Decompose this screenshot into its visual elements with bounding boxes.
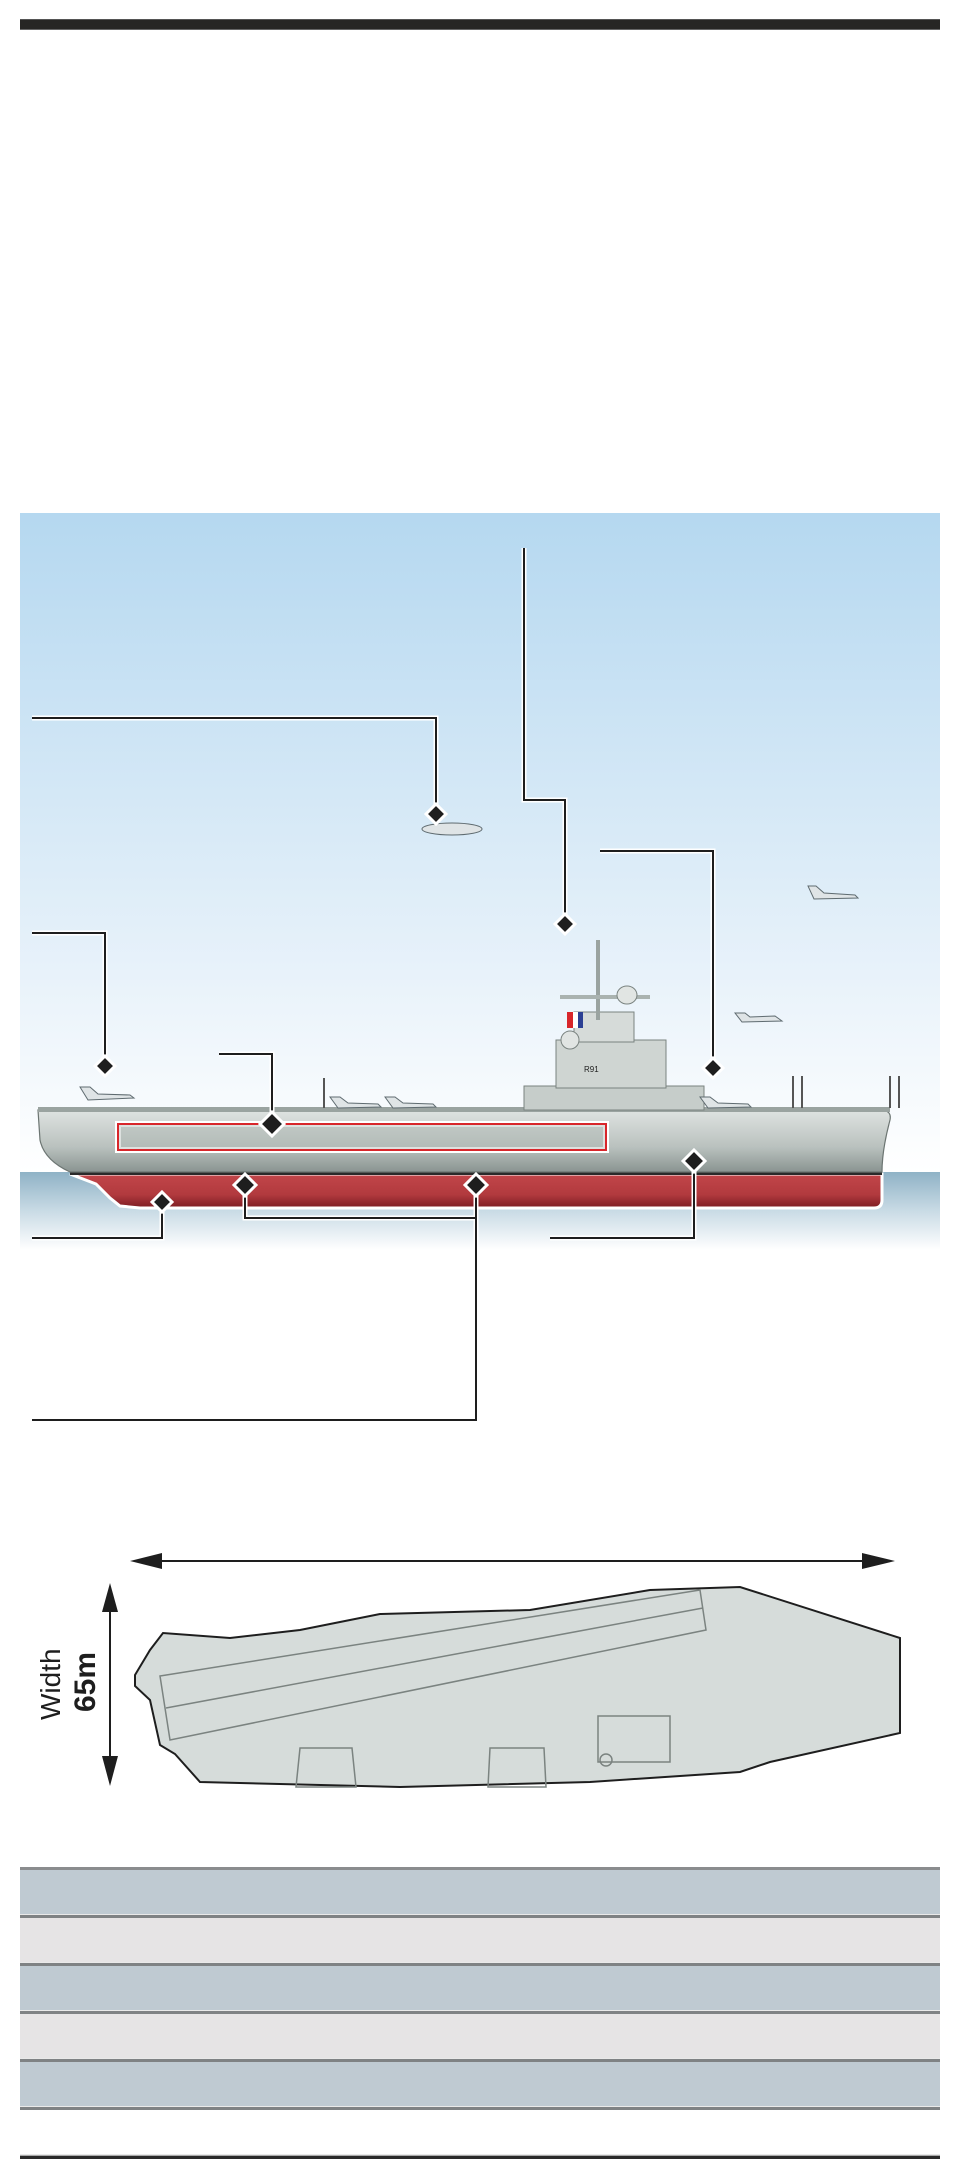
width-label: Width — [35, 1648, 66, 1720]
table-row — [20, 2011, 940, 2059]
hull-number: R91 — [584, 1065, 599, 1074]
sky-background — [20, 513, 940, 1173]
bottom-rule — [20, 2155, 940, 2159]
deck-plan-view: Width 65m — [35, 1553, 901, 1789]
deck-outline — [134, 1585, 901, 1789]
flight-deck — [38, 1107, 890, 1112]
table-row — [20, 2059, 940, 2107]
table-row — [20, 1867, 940, 1915]
angled-deck — [159, 1589, 707, 1741]
marker-hull-b — [462, 1171, 490, 1199]
callout-lines-dark — [32, 548, 714, 1421]
jet-airborne — [807, 885, 860, 900]
marker-aew — [423, 801, 449, 827]
deck-masts — [323, 1076, 900, 1108]
table-row — [20, 2107, 940, 2155]
island-footprint — [597, 1715, 671, 1767]
table-row — [20, 1915, 940, 1963]
callout-markers — [92, 801, 726, 1215]
table-row — [20, 1963, 940, 2011]
jet-deck-mid-2 — [384, 1096, 438, 1109]
marker-hangar — [257, 1109, 287, 1139]
helicopter — [733, 1012, 784, 1023]
marker-machinery — [680, 1147, 708, 1175]
top-rule — [20, 19, 940, 30]
jet-deck-fore — [699, 1096, 753, 1109]
aew-aircraft — [421, 822, 483, 836]
specs-table — [20, 1867, 940, 2159]
marker-aft-jet — [92, 1053, 118, 1079]
jet-deck-mid-1 — [329, 1096, 383, 1109]
length-arrow — [130, 1553, 895, 1569]
jet-deck-aft — [79, 1086, 136, 1101]
carrier-side-illustration: R91 — [20, 513, 940, 1423]
island-superstructure: R91 — [523, 940, 705, 1111]
marker-island — [552, 911, 578, 937]
width-value: 65m — [69, 1652, 102, 1712]
marker-fore-jet — [700, 1055, 726, 1081]
aircraft — [79, 822, 860, 1109]
width-arrow — [102, 1583, 118, 1786]
marker-shaft — [149, 1189, 175, 1215]
marker-hull-a — [231, 1171, 259, 1199]
elevators — [295, 1747, 547, 1788]
